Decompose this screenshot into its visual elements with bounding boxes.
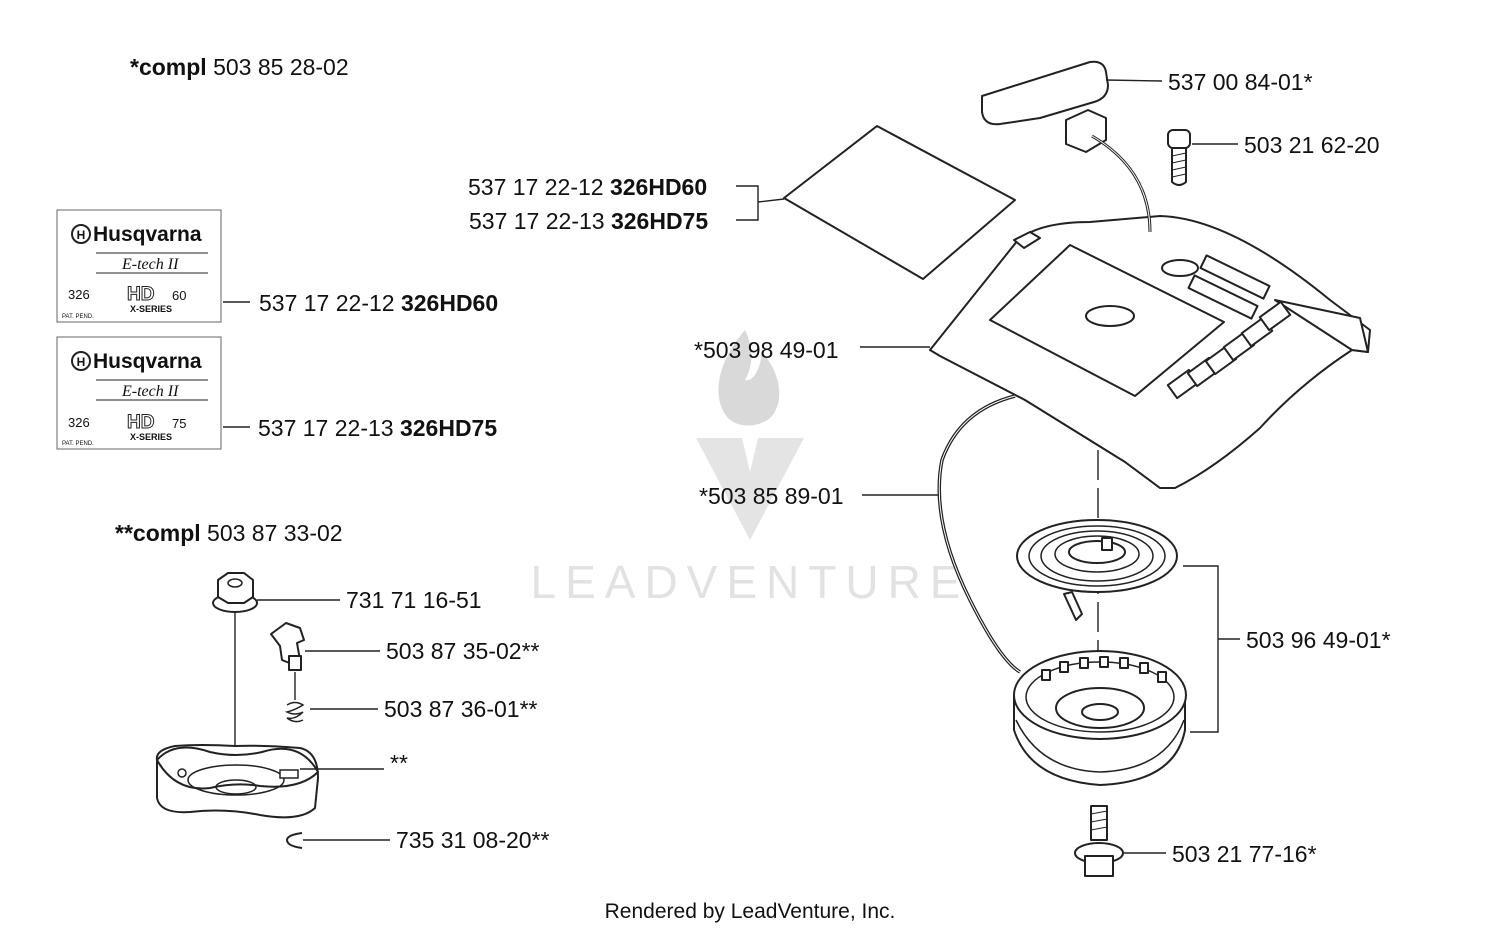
husqvarna-logo-icon: H xyxy=(71,224,91,244)
svg-text:H: H xyxy=(77,355,86,369)
decal-pat-pend: PAT. PEND. xyxy=(62,441,94,447)
heading-compl-2-number: 503 87 33-02 xyxy=(201,520,343,546)
label-hub: ** xyxy=(390,750,408,776)
watermark-flame-icon xyxy=(718,330,780,426)
decal-model-hd: HD xyxy=(127,284,154,305)
label-rope: *503 85 89-01 xyxy=(699,483,844,509)
decal-series: X-SERIES xyxy=(130,432,172,442)
label-decal-326hd60-number: 537 17 22-12 xyxy=(259,290,401,316)
label-decal-326hd60: 537 17 22-12 326HD60 xyxy=(259,290,498,316)
label-sticker-326hd75-model: 326HD75 xyxy=(611,208,708,234)
starter-cover xyxy=(929,215,1371,489)
cover-vent-slots xyxy=(1166,254,1292,400)
small-spring xyxy=(284,701,305,723)
bolt-bottom xyxy=(1074,805,1124,877)
flange-nut xyxy=(212,572,258,613)
recoil-spring xyxy=(1016,519,1178,621)
label-sticker-326hd60: 537 17 22-12 326HD60 xyxy=(468,174,707,200)
label-clip: 735 31 08-20** xyxy=(396,827,550,853)
decal-model-number: 75 xyxy=(172,416,186,431)
label-sticker-326hd60-number: 537 17 22-12 xyxy=(468,174,610,200)
decal-line: E-tech II xyxy=(121,383,179,400)
decal-brand: Husqvarna xyxy=(93,223,202,246)
heading-compl-2: **compl 503 87 33-02 xyxy=(115,520,343,546)
decal-brand: Husqvarna xyxy=(93,350,202,373)
decal-model-hd: HD xyxy=(127,412,154,433)
heading-compl-2-bold: **compl xyxy=(115,520,201,546)
label-sticker-326hd75-number: 537 17 22-13 xyxy=(469,208,611,234)
heading-compl-1-number: 503 85 28-02 xyxy=(207,54,349,80)
label-sticker-326hd75: 537 17 22-13 326HD75 xyxy=(469,208,708,234)
sticker-sheet xyxy=(783,125,1016,280)
watermark: LEADVENTURE xyxy=(531,330,970,608)
rope-pulley xyxy=(1013,650,1187,786)
starter-handle xyxy=(981,60,1109,153)
label-cover: *503 98 49-01 xyxy=(694,337,839,363)
label-sticker-326hd60-model: 326HD60 xyxy=(610,174,707,200)
label-bolt: 503 21 77-16* xyxy=(1172,841,1317,867)
decal-326hd60: H Husqvarna E-tech II 326 HD 60 X-SERIES… xyxy=(56,209,222,323)
watermark-v-icon xyxy=(696,438,804,540)
husqvarna-logo-icon: H xyxy=(71,351,91,371)
heading-compl-1: *compl 503 85 28-02 xyxy=(130,54,349,80)
label-decal-326hd75-number: 537 17 22-13 xyxy=(258,415,400,441)
label-decal-326hd60-model: 326HD60 xyxy=(401,290,498,316)
label-decal-326hd75-model: 326HD75 xyxy=(400,415,497,441)
screw-top xyxy=(1167,129,1191,186)
decal-model-number: 60 xyxy=(172,288,186,303)
label-nut: 731 71 16-51 xyxy=(346,587,482,613)
decal-pat-pend: PAT. PEND. xyxy=(62,314,94,320)
heading-compl-1-bold: *compl xyxy=(130,54,207,80)
starter-hub xyxy=(155,744,319,819)
label-small-spring: 503 87 36-01** xyxy=(384,696,538,722)
starter-rope xyxy=(937,394,1021,674)
pawl xyxy=(270,622,305,671)
decal-prefix: 326 xyxy=(68,415,90,430)
label-handle: 537 00 84-01* xyxy=(1168,69,1313,95)
label-decal-326hd75: 537 17 22-13 326HD75 xyxy=(258,415,497,441)
circlip xyxy=(285,832,303,849)
decal-series: X-SERIES xyxy=(130,304,172,314)
svg-text:H: H xyxy=(77,228,86,242)
label-screw-top: 503 21 62-20 xyxy=(1244,132,1380,158)
label-spring-pulley: 503 96 49-01* xyxy=(1246,627,1391,653)
footer-credit: Rendered by LeadVenture, Inc. xyxy=(605,900,896,923)
pulley-teeth xyxy=(1041,656,1167,683)
decal-prefix: 326 xyxy=(68,287,90,302)
label-pawl: 503 87 35-02** xyxy=(386,638,540,664)
watermark-text: LEADVENTURE xyxy=(531,556,970,608)
decal-line: E-tech II xyxy=(121,256,179,273)
decal-326hd75: H Husqvarna E-tech II 326 HD 75 X-SERIES… xyxy=(56,336,222,450)
